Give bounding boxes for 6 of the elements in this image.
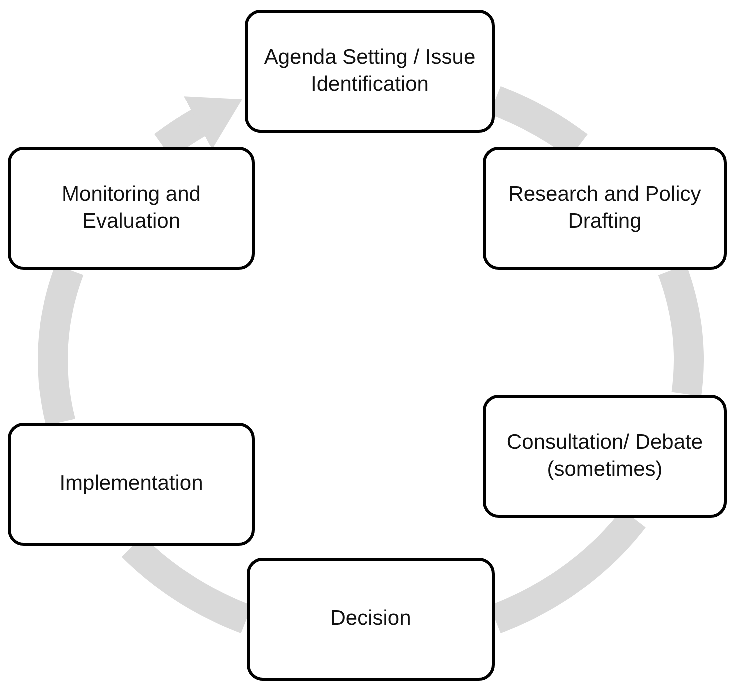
process-box: Implementation — [8, 423, 255, 546]
process-box: Research and Policy Drafting — [483, 147, 727, 270]
process-box: Decision — [247, 558, 495, 681]
process-box: Agenda Setting / Issue Identification — [245, 10, 495, 133]
process-box: Consultation/ Debate (sometimes) — [483, 395, 727, 518]
process-box: Monitoring and Evaluation — [8, 147, 255, 270]
